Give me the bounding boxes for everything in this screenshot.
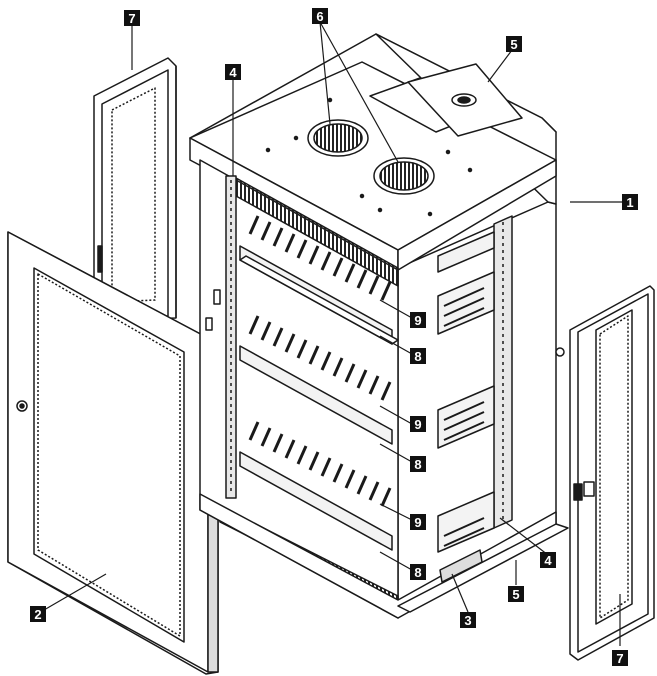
callout-2: 2 <box>30 606 46 622</box>
callout-7-bottom-right: 7 <box>612 650 628 666</box>
callout-6: 6 <box>312 8 328 24</box>
side-view-shelves <box>437 231 495 553</box>
shelf-bottom <box>239 421 393 551</box>
side-panel-top-left <box>93 57 177 321</box>
callout-8-top: 8 <box>410 348 426 364</box>
callout-7-top-left: 7 <box>124 10 140 26</box>
svg-text:4: 4 <box>544 553 552 568</box>
svg-text:6: 6 <box>316 9 323 24</box>
front-door-left <box>7 231 219 675</box>
svg-text:3: 3 <box>464 613 471 628</box>
cabinet-body <box>189 33 569 619</box>
callout-9-middle: 9 <box>410 416 426 432</box>
callout-1: 1 <box>622 194 638 210</box>
callout-9-top: 9 <box>410 312 426 328</box>
callout-4-left: 4 <box>225 64 241 80</box>
svg-text:8: 8 <box>414 349 421 364</box>
svg-text:8: 8 <box>414 457 421 472</box>
svg-text:7: 7 <box>128 11 135 26</box>
callout-5-bottom: 5 <box>508 586 524 602</box>
svg-text:5: 5 <box>512 587 519 602</box>
svg-text:8: 8 <box>414 565 421 580</box>
callout-4-right: 4 <box>540 552 556 568</box>
callout-9-bottom: 9 <box>410 514 426 530</box>
callout-3: 3 <box>460 612 476 628</box>
svg-text:4: 4 <box>229 65 237 80</box>
svg-text:5: 5 <box>510 37 517 52</box>
svg-text:9: 9 <box>414 417 421 432</box>
shelf-middle <box>239 315 393 445</box>
svg-text:1: 1 <box>626 195 633 210</box>
svg-text:2: 2 <box>34 607 41 622</box>
leader-lines <box>43 21 622 646</box>
shelf-top <box>239 215 399 345</box>
callout-8-bottom: 8 <box>410 564 426 580</box>
svg-text:9: 9 <box>414 515 421 530</box>
callout-8-middle: 8 <box>410 456 426 472</box>
side-door-right <box>569 285 655 661</box>
svg-text:9: 9 <box>414 313 421 328</box>
callout-5-top: 5 <box>506 36 522 52</box>
svg-text:7: 7 <box>616 651 623 666</box>
